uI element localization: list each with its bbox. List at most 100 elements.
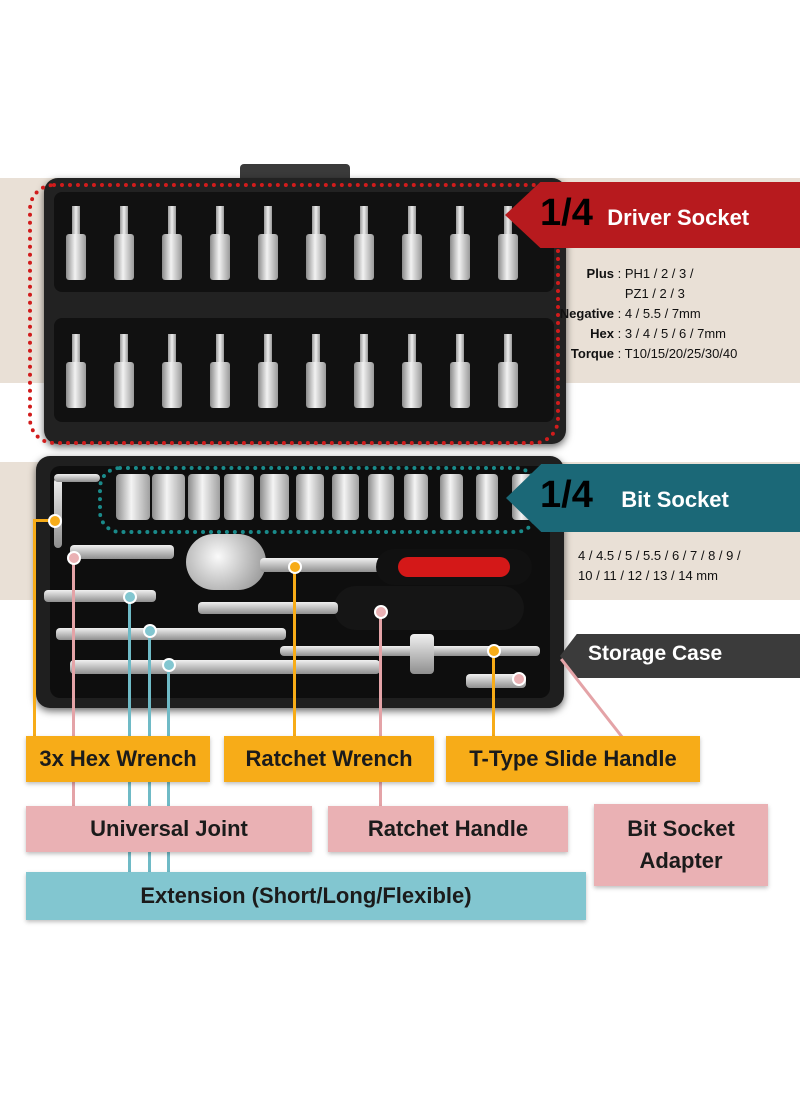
ratchet-handle-label: Ratchet Handle — [328, 806, 568, 852]
ratchet-wrench-dot — [288, 560, 302, 574]
universal-joint-line — [72, 558, 75, 806]
driver-socket-size: 1/4 — [540, 192, 593, 234]
driver-bit-tip — [264, 334, 272, 364]
extension-short-dot — [123, 590, 137, 604]
bit-socket — [368, 474, 394, 520]
storage-case-label: Storage Case — [588, 642, 723, 665]
bit-socket — [260, 474, 290, 520]
ratchet-handle-line — [379, 612, 382, 806]
driver-socket-title: Driver Socket — [607, 205, 750, 230]
bit-socket-banner — [506, 464, 800, 532]
driver-bit — [306, 362, 326, 408]
driver-bit-tip — [408, 206, 416, 236]
universal-joint-label: Universal Joint — [26, 806, 312, 852]
hex-wrench-line — [33, 520, 36, 738]
ratchet-head — [186, 534, 266, 590]
spec-value: T10/15/20/25/30/40 — [624, 346, 738, 361]
driver-bit — [162, 234, 182, 280]
driver-bit — [210, 234, 230, 280]
ratchet-wrench-label: Ratchet Wrench — [224, 736, 434, 782]
bit-socket-title: Bit Socket — [621, 487, 729, 512]
bit-socket-adapter-label: Bit Socket Adapter — [594, 804, 768, 886]
driver-bit-tip — [456, 334, 464, 364]
ratchet-handle-grip — [334, 586, 524, 630]
driver-socket-specs: Plus : PH1 / 2 / 3 / PZ1 / 2 / 3 Negativ… — [556, 264, 738, 364]
hex-wrench-line-h — [33, 519, 55, 522]
spec-row: Hex : 3 / 4 / 5 / 6 / 7mm — [556, 324, 737, 344]
extension-long-dot — [143, 624, 157, 638]
hex-wrench-dot — [48, 514, 62, 528]
bit-socket-sizes-line1: 4 / 4.5 / 5 / 5.5 / 6 / 7 / 8 / 9 / — [578, 548, 741, 563]
bit-socket-adapter — [466, 674, 526, 688]
spec-value: 3 / 4 / 5 / 6 / 7mm — [624, 326, 726, 341]
driver-bit-tip — [360, 334, 368, 364]
spec-value: PH1 / 2 / 3 / — [624, 266, 694, 281]
bit-socket-banner-text: 1/4 Bit Socket — [540, 474, 729, 517]
extension-short — [44, 590, 156, 602]
driver-bit — [306, 234, 326, 280]
driver-bit-tip — [168, 206, 176, 236]
universal-joint-dot — [67, 551, 81, 565]
t-handle-line — [492, 650, 495, 738]
spec-value: PZ1 / 2 / 3 — [624, 286, 685, 301]
bit-socket-sizes-line2: 10 / 11 / 12 / 13 / 14 mm — [578, 568, 718, 583]
driver-bit — [66, 362, 86, 408]
driver-bit — [402, 362, 422, 408]
hex-wrench — [54, 478, 62, 548]
driver-bit-tip — [216, 334, 224, 364]
spec-label: Plus — [586, 266, 614, 281]
bit-socket-size: 1/4 — [540, 474, 593, 516]
driver-bit — [114, 362, 134, 408]
universal-joint — [70, 545, 174, 559]
extension-line-short — [128, 596, 131, 874]
spec-value: 4 / 5.5 / 7mm — [624, 306, 701, 321]
adapter-label-line2: Adapter — [639, 848, 723, 873]
spec-label: Negative — [559, 306, 614, 321]
driver-bit — [258, 234, 278, 280]
driver-bit-tip — [312, 206, 320, 236]
driver-socket-banner — [505, 182, 800, 248]
driver-bit-tip — [120, 334, 128, 364]
extension-flexible-dot — [162, 658, 176, 672]
t-handle-dot — [487, 644, 501, 658]
hex-wrench-label: 3x Hex Wrench — [26, 736, 210, 782]
bit-socket — [404, 474, 429, 520]
ratchet-handle-dot — [374, 605, 388, 619]
driver-bit-tip — [216, 206, 224, 236]
driver-bit — [354, 362, 374, 408]
adapter-dot — [512, 672, 526, 686]
extension-label: Extension (Short/Long/Flexible) — [26, 872, 586, 920]
driver-bit-tip — [456, 206, 464, 236]
bit-socket — [476, 474, 498, 520]
bit-tray-top — [54, 192, 554, 292]
driver-bit-tip — [312, 334, 320, 364]
driver-bit-tip — [72, 334, 80, 364]
driver-bit-tip — [360, 206, 368, 236]
driver-bit-tip — [264, 206, 272, 236]
storage-case-banner — [560, 634, 800, 678]
spec-label: Hex — [590, 326, 614, 341]
bit-socket — [116, 474, 150, 520]
bit-socket-sizes: 4 / 4.5 / 5 / 5.5 / 6 / 7 / 8 / 9 / 10 /… — [578, 546, 741, 586]
driver-bit — [114, 234, 134, 280]
extension-flexible — [70, 660, 380, 674]
ratchet-wrench-line — [293, 566, 296, 738]
driver-bit — [498, 362, 518, 408]
driver-socket-outline — [28, 183, 560, 445]
bit-socket — [224, 474, 255, 520]
t-type-slide-handle-label: T-Type Slide Handle — [446, 736, 700, 782]
hex-wrench-arm — [54, 474, 100, 482]
driver-bit — [354, 234, 374, 280]
driver-bit — [210, 362, 230, 408]
ratchet-grip-accent — [398, 557, 510, 577]
spec-row: Negative : 4 / 5.5 / 7mm — [556, 304, 737, 324]
driver-bit — [402, 234, 422, 280]
bit-socket — [152, 474, 185, 520]
bit-socket — [296, 474, 324, 520]
driver-bit — [450, 234, 470, 280]
driver-bit-tip — [168, 334, 176, 364]
driver-socket-banner-text: 1/4 Driver Socket — [540, 192, 749, 235]
driver-bit — [162, 362, 182, 408]
driver-bit — [258, 362, 278, 408]
spec-row: Plus : PH1 / 2 / 3 / — [556, 264, 737, 284]
